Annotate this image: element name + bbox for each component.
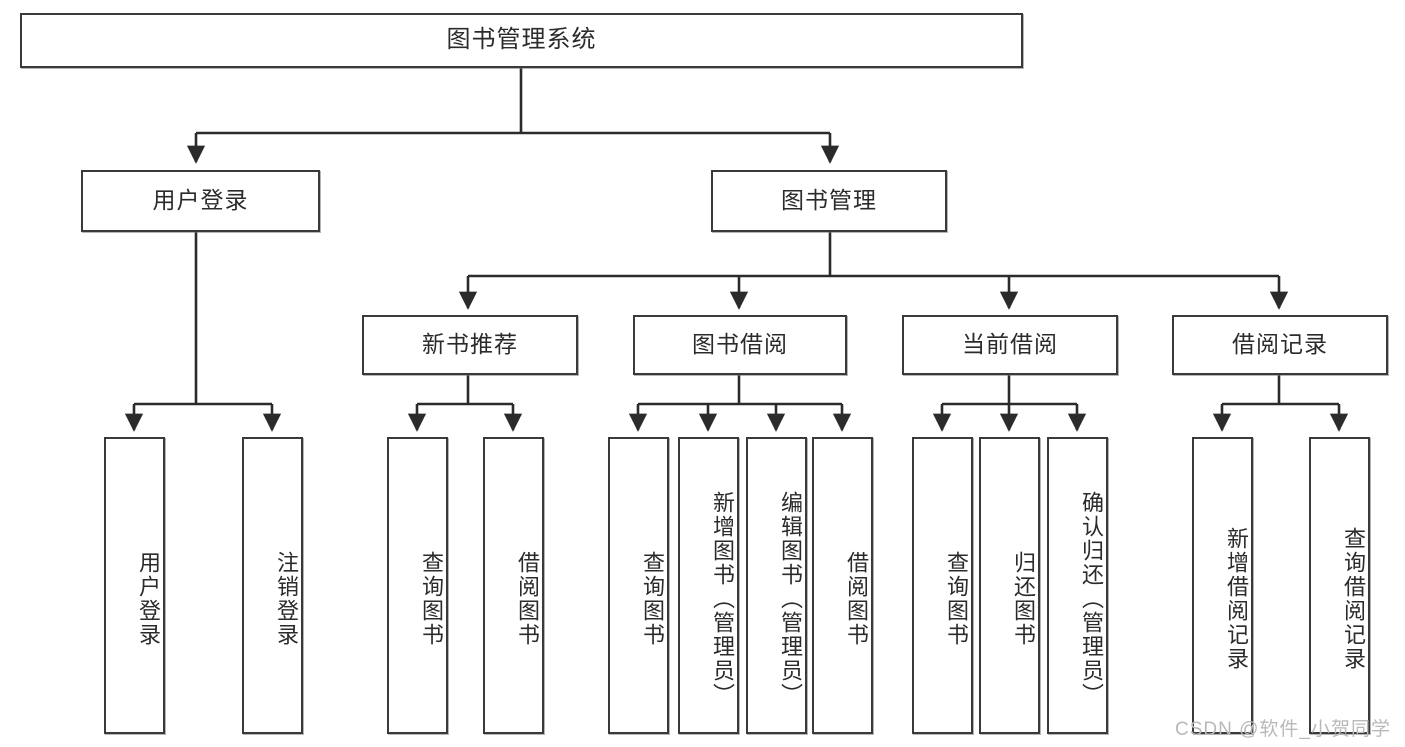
node-book-management[interactable]: 图书管理 bbox=[711, 170, 947, 232]
leaf-book-borrow-borrow[interactable]: 借阅图书 bbox=[812, 437, 873, 734]
node-label: 编辑图书（管理员） bbox=[778, 490, 803, 707]
node-book-borrow[interactable]: 图书借阅 bbox=[633, 315, 847, 375]
node-label: 当前借阅 bbox=[962, 331, 1058, 358]
node-current-borrow[interactable]: 当前借阅 bbox=[902, 315, 1118, 375]
node-label: 新增借阅记录 bbox=[1224, 526, 1249, 671]
node-label: 归还图书 bbox=[1011, 550, 1036, 647]
leaf-book-borrow-edit[interactable]: 编辑图书（管理员） bbox=[746, 437, 807, 734]
node-label: 图书借阅 bbox=[692, 331, 788, 358]
leaf-borrow-record-add[interactable]: 新增借阅记录 bbox=[1192, 437, 1253, 734]
node-label: 用户登录 bbox=[152, 187, 249, 214]
leaf-user-login-login[interactable]: 用户登录 bbox=[104, 437, 165, 734]
leaf-current-borrow-return[interactable]: 归还图书 bbox=[979, 437, 1040, 734]
leaf-user-login-logout[interactable]: 注销登录 bbox=[242, 437, 303, 734]
leaf-current-borrow-query[interactable]: 查询图书 bbox=[912, 437, 973, 734]
node-user-login[interactable]: 用户登录 bbox=[81, 170, 320, 232]
leaf-new-book-borrow[interactable]: 借阅图书 bbox=[483, 437, 544, 734]
node-new-book-recommend[interactable]: 新书推荐 bbox=[362, 315, 578, 375]
csdn-watermark: CSDN @软件_小贺同学 bbox=[1175, 719, 1391, 740]
node-label: 图书管理 bbox=[781, 187, 877, 214]
node-borrow-record[interactable]: 借阅记录 bbox=[1172, 315, 1388, 375]
node-label: 查询图书 bbox=[419, 550, 444, 647]
node-label: 新增图书（管理员） bbox=[710, 490, 735, 707]
node-label: 确认归还（管理员） bbox=[1079, 490, 1104, 707]
node-label: 借阅图书 bbox=[515, 550, 540, 647]
leaf-current-borrow-confirm-return[interactable]: 确认归还（管理员） bbox=[1047, 437, 1108, 734]
node-label: 图书管理系统 bbox=[446, 26, 597, 54]
leaf-book-borrow-add[interactable]: 新增图书（管理员） bbox=[678, 437, 739, 734]
node-label: 新书推荐 bbox=[422, 331, 518, 358]
node-label: 用户登录 bbox=[136, 550, 161, 647]
leaf-book-borrow-query[interactable]: 查询图书 bbox=[608, 437, 669, 734]
node-root-system[interactable]: 图书管理系统 bbox=[20, 13, 1023, 68]
node-label: 查询借阅记录 bbox=[1341, 526, 1366, 671]
node-label: 借阅记录 bbox=[1232, 331, 1328, 358]
leaf-borrow-record-query[interactable]: 查询借阅记录 bbox=[1309, 437, 1370, 734]
node-label: 注销登录 bbox=[274, 550, 299, 647]
leaf-new-book-query[interactable]: 查询图书 bbox=[387, 437, 448, 734]
node-label: 借阅图书 bbox=[844, 550, 869, 647]
node-label: 查询图书 bbox=[640, 550, 665, 647]
node-label: 查询图书 bbox=[944, 550, 969, 647]
